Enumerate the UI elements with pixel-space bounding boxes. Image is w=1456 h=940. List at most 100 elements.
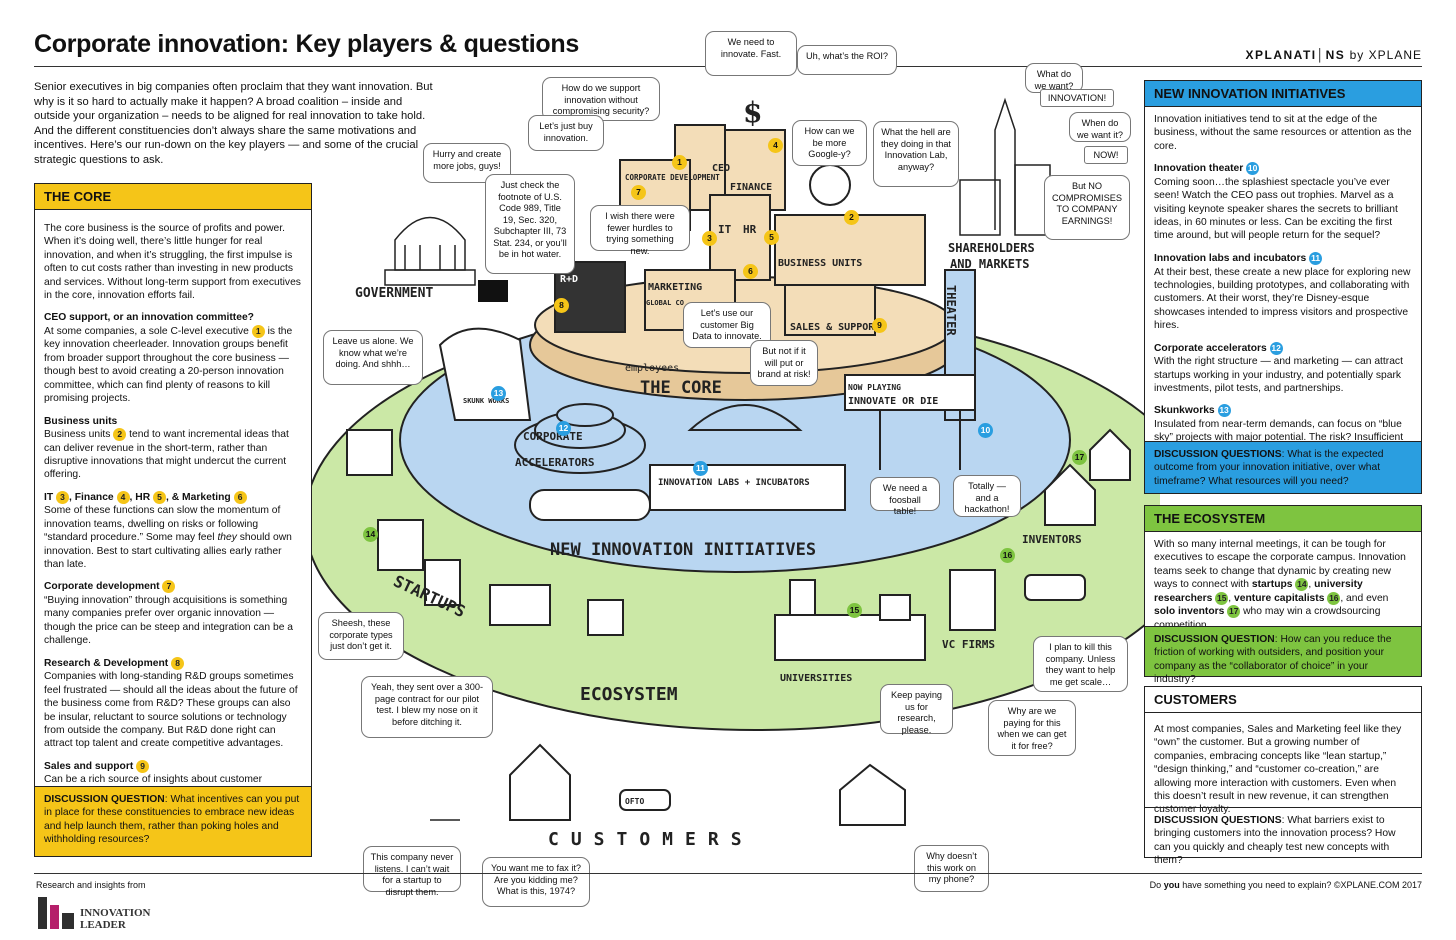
vc-firms-label: VC FIRMS (942, 638, 995, 651)
bubble-what-want: What do we want? (1025, 63, 1083, 93)
core-disc-label: DISCUSSION QUESTION (44, 794, 165, 805)
customers-body: At most companies, Sales and Marketing f… (1154, 724, 1402, 816)
badge-11: 11 (1309, 251, 1323, 265)
ecosystem-panel-body: With so many internal meetings, it can b… (1145, 532, 1421, 639)
rd-title: Research & Development (44, 657, 169, 669)
nii-disc-label: DISCUSSION QUESTIONS (1154, 449, 1282, 460)
badge-5: 5 (153, 490, 167, 504)
theater-body: Coming soon…the splashiest spectacle you… (1154, 176, 1398, 242)
customers-label: CUSTOMERS (548, 829, 754, 850)
nii-discussion: DISCUSSION QUESTIONS: What is the expect… (1145, 441, 1421, 493)
bubble-roi: Uh, what’s the ROI? (797, 45, 897, 75)
bubble-leave-alone: Leave us alone. We know what we’re doing… (323, 330, 423, 385)
car-label: OFTO (625, 797, 644, 806)
badge-17: 17 (1227, 605, 1241, 619)
marker-14: 14 (363, 527, 378, 542)
corpdev-heading: Corporate development 7 (44, 580, 302, 594)
page-title: Corporate innovation: Key players & ques… (34, 30, 579, 58)
acc-title: Corporate accelerators (1154, 342, 1267, 354)
ecosystem-panel: THE ECOSYSTEM With so many internal meet… (1144, 505, 1422, 685)
core-panel-header: THE CORE (35, 184, 311, 210)
badge-8: 8 (171, 656, 185, 670)
hr-title: , HR (129, 491, 151, 503)
sales-support-label: SALES & SUPPORT (790, 322, 880, 333)
bubble-innovation: INNOVATION! (1040, 89, 1114, 107)
theater-label: THEATER (944, 285, 958, 336)
ceo-text-a: At some companies, a sole C-level execut… (44, 326, 249, 338)
bubble-research: Keep paying us for research, please. (880, 684, 953, 735)
bubble-innovate-fast: We need to innovate. Fast. (705, 31, 797, 76)
shareholders-label: SHAREHOLDERS (948, 241, 1035, 255)
marker-2: 2 (844, 210, 859, 225)
footer-divider (34, 873, 1422, 874)
marker-15: 15 (847, 603, 862, 618)
nii-panel-header: NEW INNOVATION INITIATIVES (1145, 81, 1421, 107)
inventor-houses (1044, 428, 1131, 526)
brand-by: by XPLANE (1349, 48, 1422, 62)
bubble-googley: How can we be more Google-y? (792, 120, 867, 166)
finance-title: , Finance (69, 491, 114, 503)
marker-16: 16 (1000, 548, 1015, 563)
marker-9: 9 (872, 318, 887, 333)
corpdev-label: CORPORATE DEVELOPMENT (625, 173, 720, 182)
it-label: IT (718, 223, 732, 236)
badge-9: 9 (136, 759, 150, 773)
footer-right-a: Do (1149, 880, 1162, 890)
marker-10: 10 (978, 423, 993, 438)
marker-3: 3 (702, 231, 717, 246)
badge-3: 3 (56, 490, 70, 504)
sales-title: Sales and support (44, 760, 134, 772)
core-panel-body: The core business is the source of profi… (35, 210, 311, 855)
startup-buildings (346, 429, 624, 636)
badge-6: 6 (233, 490, 247, 504)
marketing-title: , & Marketing (166, 491, 231, 503)
badge-1: 1 (251, 324, 265, 338)
marker-7: 7 (631, 185, 646, 200)
customers-panel: CUSTOMERS At most companies, Sales and M… (1144, 686, 1422, 866)
core-label: THE CORE (640, 378, 722, 398)
bubble-innovation-lab: What the hell are they doing in that Inn… (873, 121, 959, 187)
skunk-heading: Skunkworks 13 (1154, 404, 1412, 418)
nii-panel: NEW INNOVATION INITIATIVES Innovation in… (1144, 80, 1422, 494)
globe-icon (809, 164, 851, 206)
labs-building (529, 404, 846, 521)
accelerators-label: ACCELERATORS (515, 456, 594, 469)
now-playing-label: NOW PLAYING (848, 383, 901, 392)
skunk-title: Skunkworks (1154, 405, 1215, 417)
labs-label: INNOVATION LABS + INCUBATORS (658, 478, 810, 488)
innovation-leader-text: INNOVATION LEADER (80, 907, 151, 931)
bubble-foosball: We need a foosball table! (870, 477, 940, 516)
bubble-kill: I plan to kill this company. Unless they… (1033, 636, 1128, 692)
marker-11: 11 (693, 461, 708, 476)
skunkworks-label: SKUNK WORKS (463, 397, 509, 405)
hr-label: HR (743, 223, 757, 236)
core-disc-text: : What incentives can you put in place f… (44, 794, 300, 846)
core-discussion: DISCUSSION QUESTION: What incentives can… (35, 786, 311, 856)
bubble-hackathon: Totally — and a hackathon! (953, 475, 1021, 517)
government-label: GOVERNMENT (355, 286, 433, 301)
university-buildings (774, 579, 926, 661)
eco-vc: venture capitalists (1234, 593, 1325, 605)
labs-body: At their best, these create a new place … (1154, 266, 1411, 332)
bubble-pilot: Yeah, they sent over a 300-page contract… (361, 676, 493, 738)
marketing-label: MARKETING (648, 282, 702, 293)
sales-heading: Sales and support 9 (44, 759, 302, 774)
bubble-never-listens: This company never listens. I can’t wait… (363, 846, 461, 897)
bubble-security: How do we support innovation without com… (542, 77, 660, 121)
footer-right-b: you (1163, 880, 1180, 890)
rd-heading: Research & Development 8 (44, 656, 302, 671)
marker-12: 12 (556, 421, 571, 436)
badge-2: 2 (113, 427, 127, 441)
bubble-when-want: When do we want it? (1069, 112, 1131, 142)
theater-building (844, 269, 976, 470)
bubble-footnote: Just check the footnote of U.S. Code 989… (485, 174, 575, 274)
rd-body: Companies with long-standing R&D groups … (44, 671, 298, 750)
ceo-text-b: is the key innovation cheerleader. Innov… (44, 326, 293, 405)
badge-10: 10 (1246, 162, 1260, 176)
footer-research: Research and insights from (36, 880, 146, 890)
marker-8: 8 (554, 298, 569, 313)
business-units-building (774, 214, 926, 286)
eco-startups: startups (1251, 579, 1293, 591)
intro-text: Senior executives in big companies often… (34, 81, 433, 166)
corpdev-body: “Buying innovation” through acquisitions… (44, 595, 294, 647)
